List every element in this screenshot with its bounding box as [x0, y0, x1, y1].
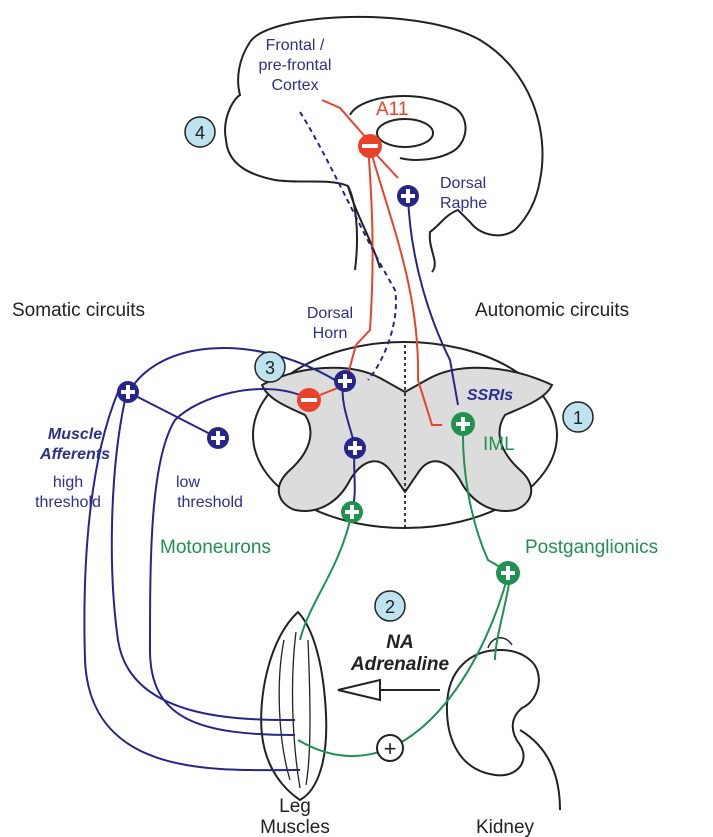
label-postganglionics: Postganglionics	[525, 537, 658, 558]
label-low-2: threshold	[177, 494, 243, 511]
a11-descending-path	[356, 145, 373, 345]
marker-2: 2	[375, 591, 405, 621]
motoneuron-plus-node	[341, 501, 363, 523]
label-na: NA	[386, 632, 413, 653]
adrenal-gland	[488, 638, 512, 648]
label-cortex-2: pre-frontal	[259, 57, 332, 74]
label-leg-1: Leg	[279, 796, 311, 817]
afferent-branch	[128, 392, 218, 438]
label-adrenaline: Adrenaline	[350, 654, 450, 675]
excitatory-plus-circle: +	[377, 735, 403, 761]
na-arrow	[338, 680, 440, 700]
label-dorsal-raphe-2: Raphe	[440, 195, 487, 212]
postganglionic-plus-node	[496, 561, 520, 585]
label-muscle-afferents-1: Muscle	[48, 426, 102, 443]
label-autonomic-circuits: Autonomic circuits	[475, 300, 629, 321]
kidney-outline	[447, 650, 539, 775]
label-iml: IML	[483, 434, 515, 455]
label-leg-2: Muscles	[260, 817, 330, 837]
afferent-high-plus-node	[117, 381, 139, 403]
label-somatic-circuits: Somatic circuits	[12, 300, 145, 321]
label-kidney: Kidney	[476, 817, 535, 837]
label-dorsal-horn-2: Horn	[313, 325, 348, 342]
label-cortex-1: Frontal /	[266, 37, 325, 54]
label-low-1: low	[176, 474, 200, 491]
leg-muscle-outline	[261, 612, 326, 800]
ventricle	[377, 119, 433, 147]
postganglionic-to-kidney-path	[495, 578, 510, 660]
label-high-1: high	[53, 474, 83, 491]
dorsal-raphe-plus-node	[397, 185, 419, 207]
label-ssris: SSRIs	[467, 387, 513, 404]
label-dorsal-horn-1: Dorsal	[307, 305, 353, 322]
label-dorsal-raphe-1: Dorsal	[440, 175, 486, 192]
marker-1: 1	[563, 402, 593, 432]
label-motoneurons: Motoneurons	[160, 537, 271, 558]
a11-minus-node	[358, 134, 382, 158]
label-muscle-afferents-2: Afferents	[39, 446, 110, 463]
iml-plus-node	[451, 412, 475, 436]
label-high-2: threshold	[35, 494, 101, 511]
svg-text:3: 3	[265, 358, 275, 378]
svg-text:+: +	[384, 736, 397, 761]
dorsal-horn-minus-node	[297, 388, 321, 412]
afferent-low-plus-node	[207, 427, 229, 449]
interneuron-plus-node	[344, 437, 366, 459]
a11-to-cortex-path	[322, 100, 368, 140]
marker-3: 3	[255, 352, 285, 382]
label-cortex-3: Cortex	[271, 77, 318, 94]
marker-4: 4	[185, 117, 215, 147]
svg-text:1: 1	[573, 408, 583, 428]
svg-text:4: 4	[195, 123, 205, 143]
ureter	[520, 730, 560, 810]
label-a11: A11	[376, 99, 408, 120]
motoneuron-to-muscle-path	[300, 512, 352, 640]
svg-text:2: 2	[385, 597, 395, 617]
dorsal-horn-plus-node	[334, 370, 356, 392]
